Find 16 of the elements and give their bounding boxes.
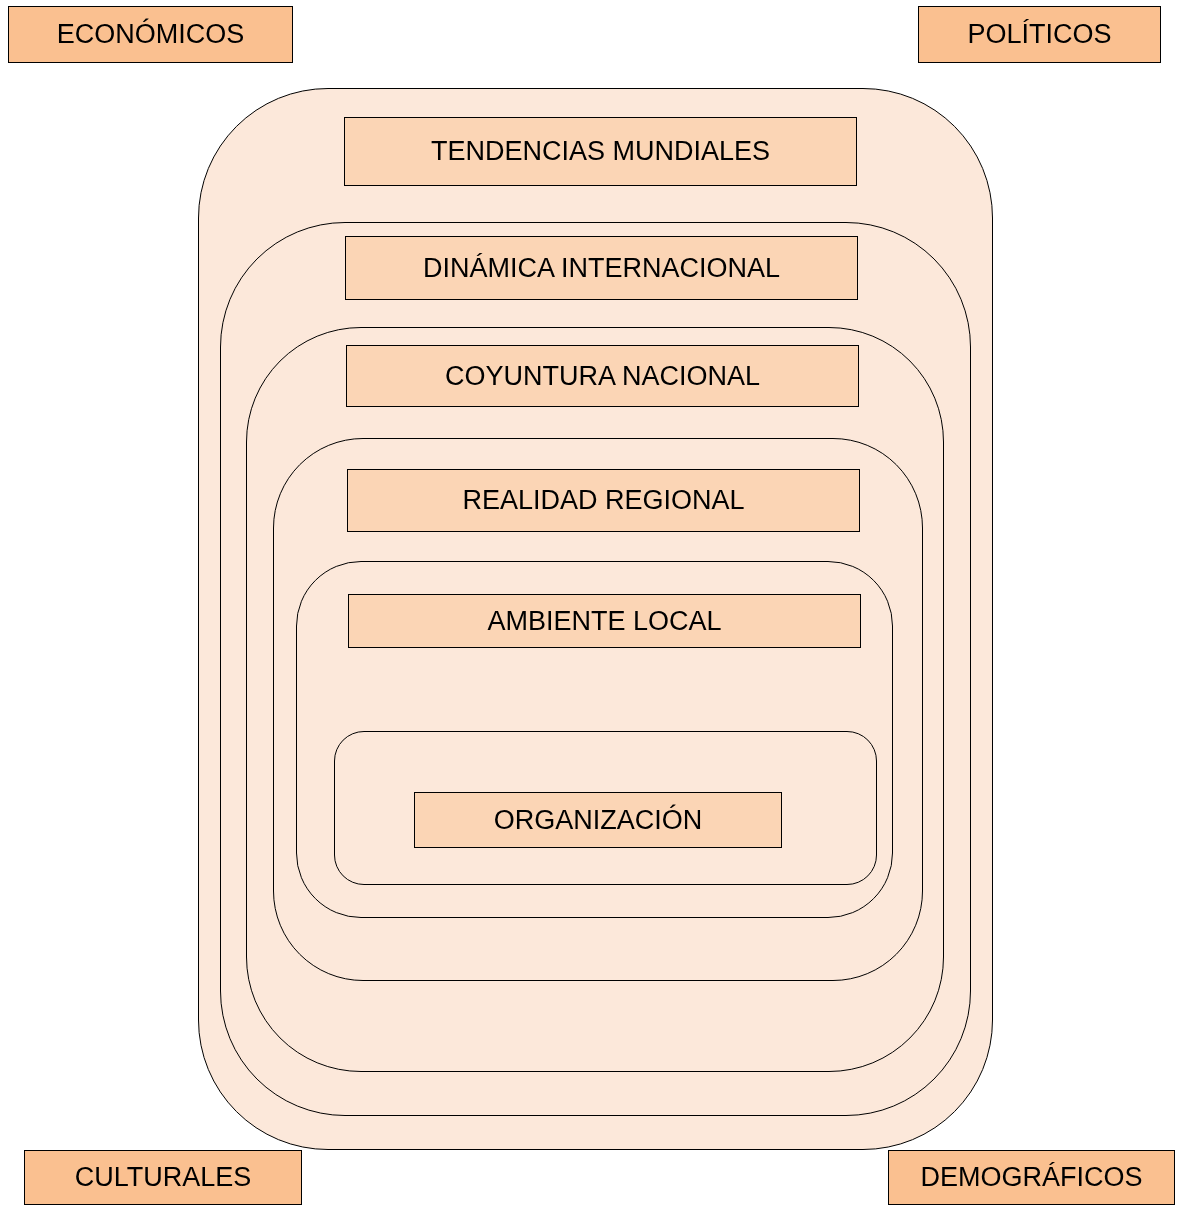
label-box: COYUNTURA NACIONAL <box>346 345 859 407</box>
label-box: TENDENCIAS MUNDIALES <box>344 117 857 186</box>
label-box: REALIDAD REGIONAL <box>347 469 860 532</box>
label-box: AMBIENTE LOCAL <box>348 594 861 648</box>
rounded-region <box>198 88 993 1150</box>
label-box: POLÍTICOS <box>918 6 1161 63</box>
rounded-region <box>296 561 893 918</box>
label-box: DEMOGRÁFICOS <box>888 1150 1175 1205</box>
rounded-region <box>246 327 944 1072</box>
label-box: ORGANIZACIÓN <box>414 792 782 848</box>
rounded-region <box>273 438 923 981</box>
rounded-region <box>334 731 877 885</box>
label-box: DINÁMICA INTERNACIONAL <box>345 236 858 300</box>
label-box: CULTURALES <box>24 1150 302 1205</box>
label-box: ECONÓMICOS <box>8 6 293 63</box>
rounded-region <box>220 222 971 1116</box>
